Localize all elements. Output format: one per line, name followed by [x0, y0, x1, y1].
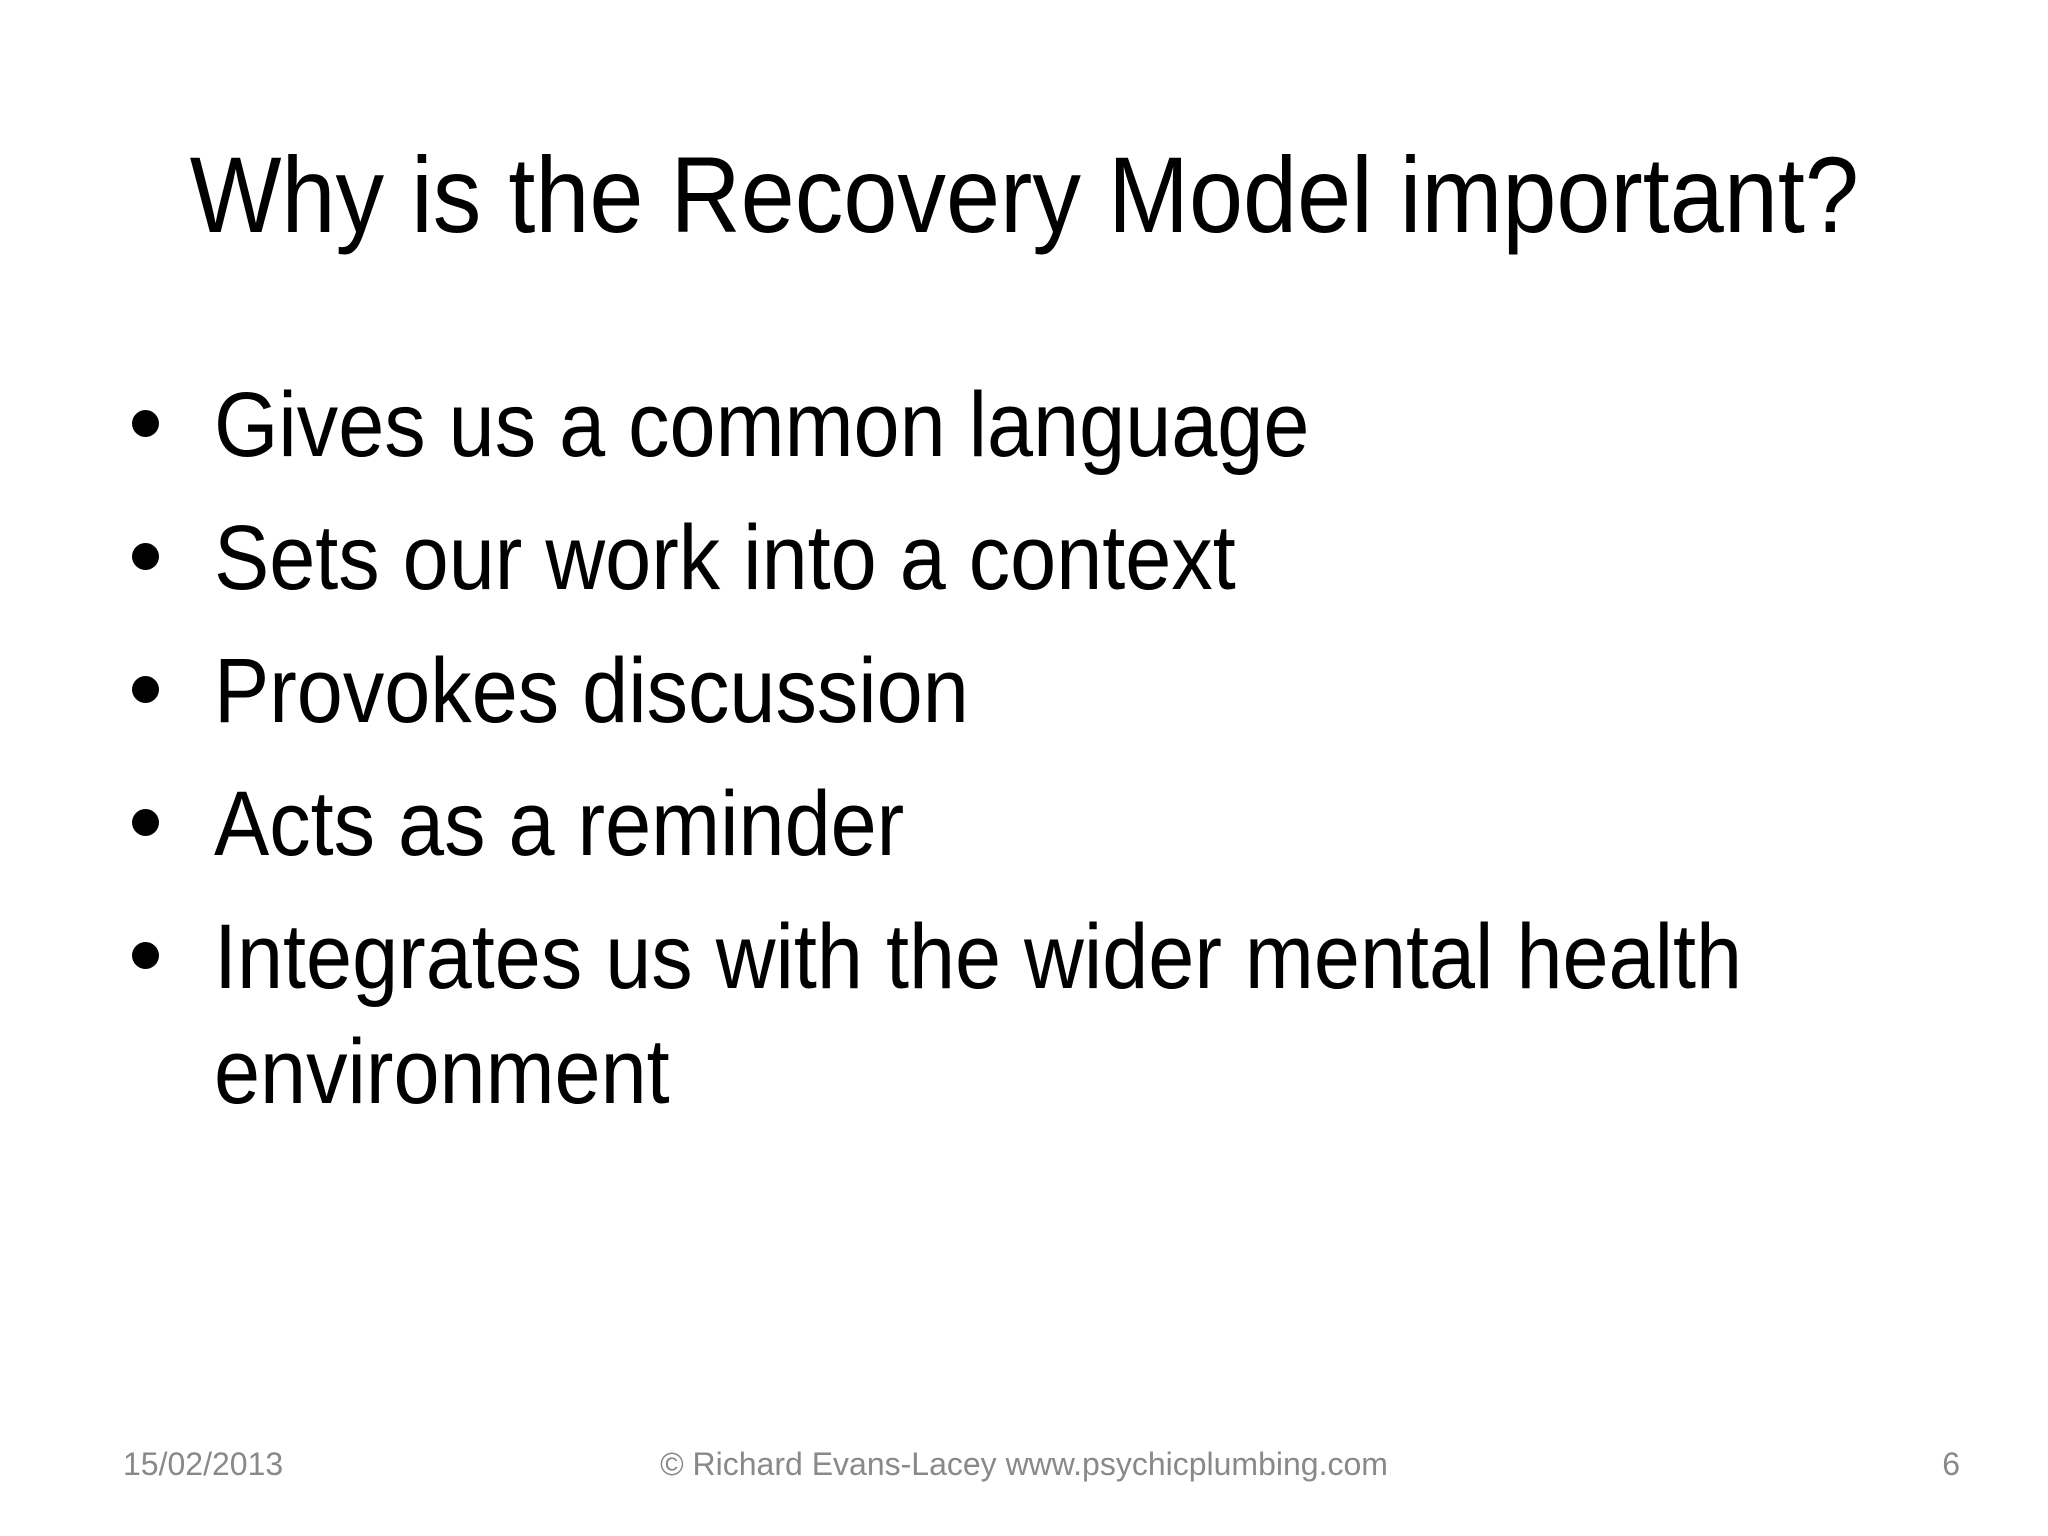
- footer-date: 15/02/2013: [123, 1446, 284, 1482]
- list-item: Sets our work into a context: [132, 501, 2048, 616]
- bullet-icon: [132, 809, 159, 836]
- footer-page-number: 6: [1942, 1446, 1960, 1482]
- bullet-item-text: Gives us a common language: [214, 374, 1310, 476]
- bullet-item-text: Integrates us with the wider mental heal…: [214, 906, 1743, 1123]
- list-item: Integrates us with the wider mental heal…: [132, 900, 2048, 1130]
- footer-copyright: © Richard Evans-Lacey www.psychicplumbin…: [660, 1446, 1388, 1482]
- slide-title: Why is the Recovery Model important?: [189, 134, 1859, 255]
- bullet-icon: [132, 676, 159, 703]
- bullet-icon: [132, 410, 159, 437]
- bullet-item-text: Sets our work into a context: [214, 507, 1236, 609]
- slide-footer: 15/02/2013 © Richard Evans-Lacey www.psy…: [0, 1446, 2048, 1496]
- bullet-item-text: Provokes discussion: [214, 640, 969, 742]
- slide-title-block: Why is the Recovery Model important?: [0, 130, 2048, 260]
- bullet-icon: [132, 543, 159, 570]
- bullet-item-text: Acts as a reminder: [214, 773, 905, 875]
- bullet-list: Gives us a common language Sets our work…: [132, 368, 2048, 1148]
- bullet-icon: [132, 942, 159, 969]
- list-item: Provokes discussion: [132, 634, 2048, 749]
- list-item: Acts as a reminder: [132, 767, 2048, 882]
- list-item: Gives us a common language: [132, 368, 2048, 483]
